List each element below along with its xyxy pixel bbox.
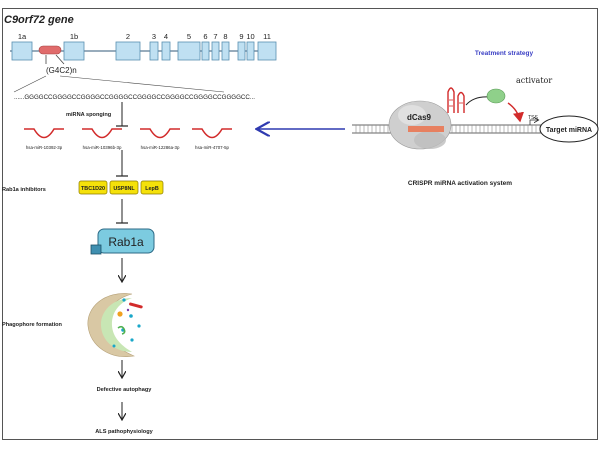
exon-6 [201,41,210,61]
exon-8 [221,41,230,61]
treatment-title: Treatment strategy [475,50,534,57]
tss-marker [529,120,538,125]
mirna-label-4: hsa-miR-4707-5p [195,145,229,150]
exon-1a [11,41,33,61]
exon-11 [257,41,277,61]
mirna-label-2: hsa-miR-10396b-3p [83,145,122,150]
mirna-curve-4 [192,128,232,139]
inhibitor-box-USP8NL [109,180,139,195]
activator-protein [486,88,506,104]
dcas9-label: dCas9 [407,113,432,122]
exon-label-2: 2 [126,32,130,41]
exon-label-11: 11 [263,32,271,41]
exon-label-3: 3 [152,32,156,41]
mirna-curve-2 [82,128,122,139]
rab1a-box [97,228,155,254]
exon-7 [211,41,220,61]
repeat-sequence: ......GGGGCCGGGGCCGGGGCCGGGGCCGGGGCCGGGG… [14,94,255,101]
exon-label-9: 9 [239,32,243,41]
activation-arrow [507,102,525,123]
phagophore-illustration [87,293,143,357]
inhibitor-label-TBC1D20: TBC1D20 [81,186,105,192]
exon-label-10: 10 [246,32,254,41]
mirna-curve-3 [140,128,180,139]
gene-title: C9orf72 gene [4,14,74,26]
figure-frame [2,8,598,440]
rab1a-tag [90,244,102,255]
exon-label-7: 7 [213,32,217,41]
exon-5 [177,41,201,61]
repeat-region [38,45,62,55]
target-mirna-node [539,115,599,143]
sgrna-hairpin [447,87,465,113]
exon-10 [246,41,255,61]
dcas9-protein [388,100,452,150]
inhibitor-box-LepB [140,180,164,195]
exon-label-5: 5 [187,32,191,41]
exon-2 [115,41,141,61]
exon-label-1b: 1b [70,32,78,41]
inhibitor-group: TBC1D20 USP8NL LepB [78,180,164,195]
inhibitor-box-TBC1D20 [78,180,108,195]
phagophore-label: Phagophore formation [2,322,63,328]
als-label: ALS pathophysiology [95,429,153,435]
mirna-curve-1 [24,128,64,139]
activator-label: activator [516,76,552,85]
mirna-group: hsa-miR-10392-3p hsa-miR-10396b-3p hsa-miR… [24,128,232,150]
exon-9 [237,41,246,61]
guide-target-region [408,126,444,132]
inhibitor-label-LepB: LepB [145,186,159,192]
crispr-system-label: CRISPR miRNA activation system [408,180,512,187]
exon-label-6: 6 [203,32,207,41]
sponging-label: miRNA sponging [66,112,112,118]
rab1a-label: Rab1a [108,235,144,249]
inhibitor-label-USP8NL: USP8NL [113,186,135,192]
target-mirna-label: Target miRNA [546,127,592,134]
defective-autophagy-label: Defective autophagy [97,387,153,393]
exon-3 [149,41,159,61]
exon-4 [161,41,171,61]
exon-label-4: 4 [164,32,168,41]
repeat-label: (G4C2)n [46,66,77,75]
exon-1b [63,41,85,61]
tss-label: TSS [528,115,538,121]
mirna-label-1: hsa-miR-10392-3p [26,145,63,150]
exon-label-8: 8 [223,32,227,41]
exon-label-1a: 1a [18,32,27,41]
inhibitors-label: Rab1a inhibitors [2,187,46,193]
mirna-label-3: hsa-miR-12286a-3p [141,145,180,150]
